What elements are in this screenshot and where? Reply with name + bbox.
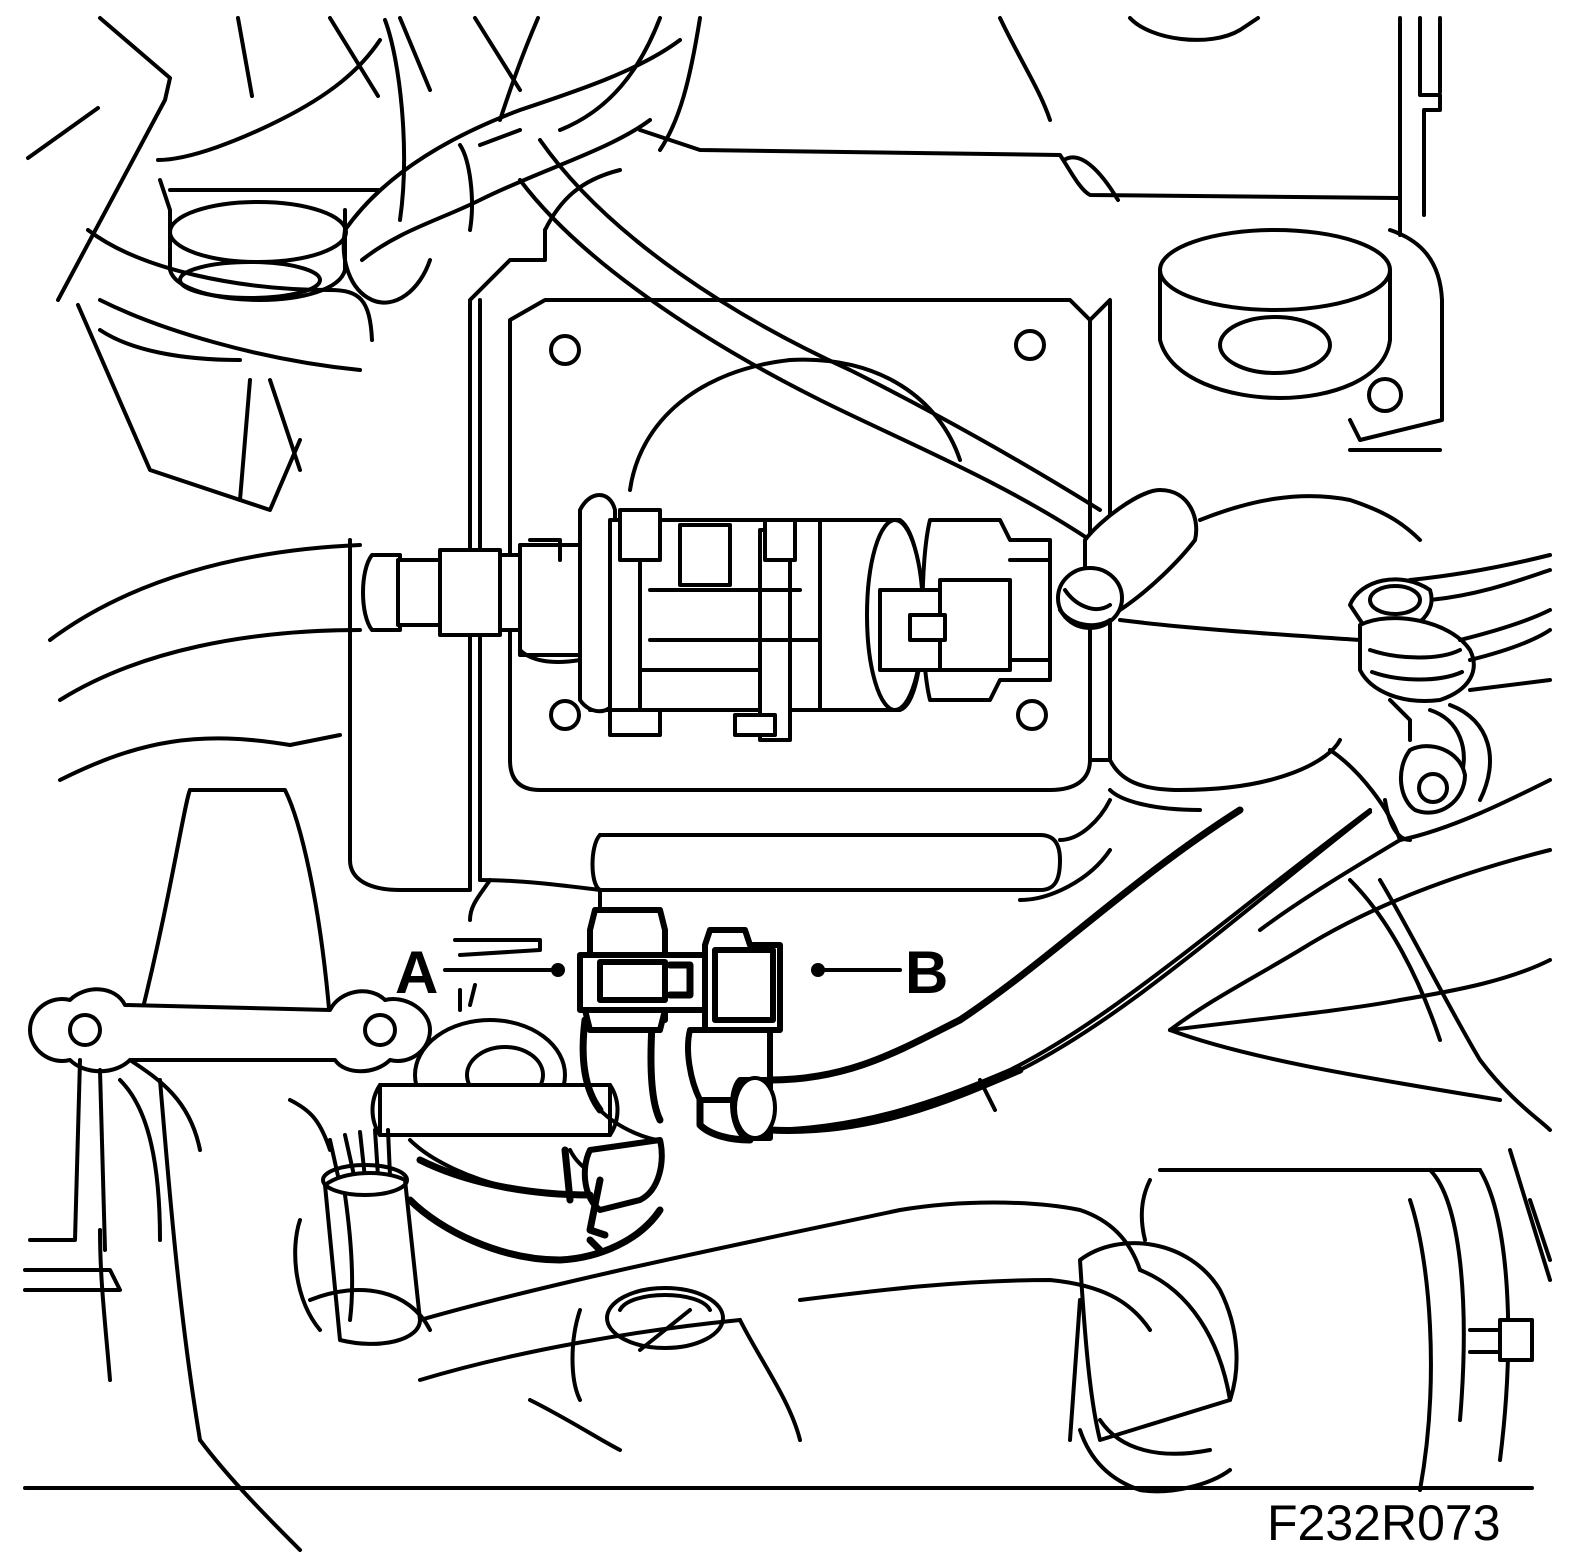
callout-a-label: A bbox=[395, 939, 438, 1006]
fuel-pump bbox=[578, 493, 925, 742]
connector-a bbox=[406, 907, 708, 1264]
callout-leaders bbox=[443, 938, 902, 1012]
upper-right-bushing bbox=[1158, 213, 1444, 452]
pump-outlet-connector bbox=[878, 518, 1052, 702]
left-crossmember bbox=[23, 733, 432, 1382]
right-bracket-arm bbox=[1118, 553, 1552, 703]
right-hose-loop bbox=[1383, 698, 1492, 842]
callout-b-dot bbox=[811, 963, 825, 977]
connector-b bbox=[685, 927, 783, 1144]
wiring-bundle bbox=[293, 1128, 422, 1346]
pump-mounting-plate bbox=[348, 168, 1147, 922]
lower-frame-rails bbox=[1018, 738, 1552, 1132]
lower-left-cylinder bbox=[288, 1018, 632, 1196]
lower-housings bbox=[158, 1078, 1552, 1552]
pump-inlet-fitting bbox=[48, 538, 582, 702]
fuel-pipes bbox=[758, 806, 1372, 1134]
figure-code: F232R073 bbox=[1267, 1495, 1501, 1551]
callout-b-label: B bbox=[905, 939, 948, 1006]
callout-a-dot bbox=[551, 963, 565, 977]
upper-left-mount bbox=[76, 18, 682, 512]
diagonal-fuel-hose bbox=[518, 138, 1422, 630]
upper-engine-structure bbox=[26, 16, 1442, 302]
